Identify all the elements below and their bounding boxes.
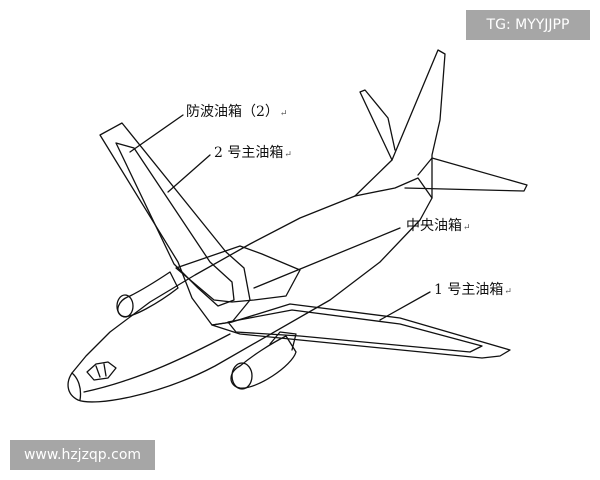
leader-line-wave-tank: [129, 114, 184, 153]
telegram-watermark: TG: MYYJJPP: [466, 10, 590, 40]
cockpit-windows: [86, 361, 117, 381]
label-center-tank: 中央油箱↵: [406, 218, 471, 234]
left-horizontal-stabilizer: [359, 89, 396, 161]
fuselage-belly-line: [83, 333, 231, 393]
center-tank-region: [175, 245, 301, 303]
right-horizontal-stabilizer: [404, 157, 528, 192]
right-engine: [230, 335, 297, 389]
label-main-tank-1: 1 号主油箱↵: [434, 282, 512, 298]
label-wave-tank: 防波油箱（2）↵: [186, 104, 288, 120]
nose-cone: [71, 372, 82, 401]
vertical-stabilizer: [354, 49, 446, 199]
fuselage: [67, 177, 433, 403]
leader-line-center-tank: [253, 227, 401, 289]
right-engine-intake: [231, 362, 253, 390]
website-watermark: www.hzjzqp.com: [10, 440, 155, 470]
right-wing: [211, 303, 511, 359]
right-wing-tank-outline: [227, 309, 483, 353]
left-engine-intake: [116, 294, 134, 318]
leader-line-main-tank-2: [167, 154, 211, 193]
right-engine-pylon: [269, 331, 297, 351]
left-engine: [117, 271, 179, 318]
leader-line-main-tank-1: [379, 291, 431, 321]
left-wing-tank-outline: [115, 142, 235, 307]
label-main-tank-2: 2 号主油箱↵: [214, 145, 292, 161]
